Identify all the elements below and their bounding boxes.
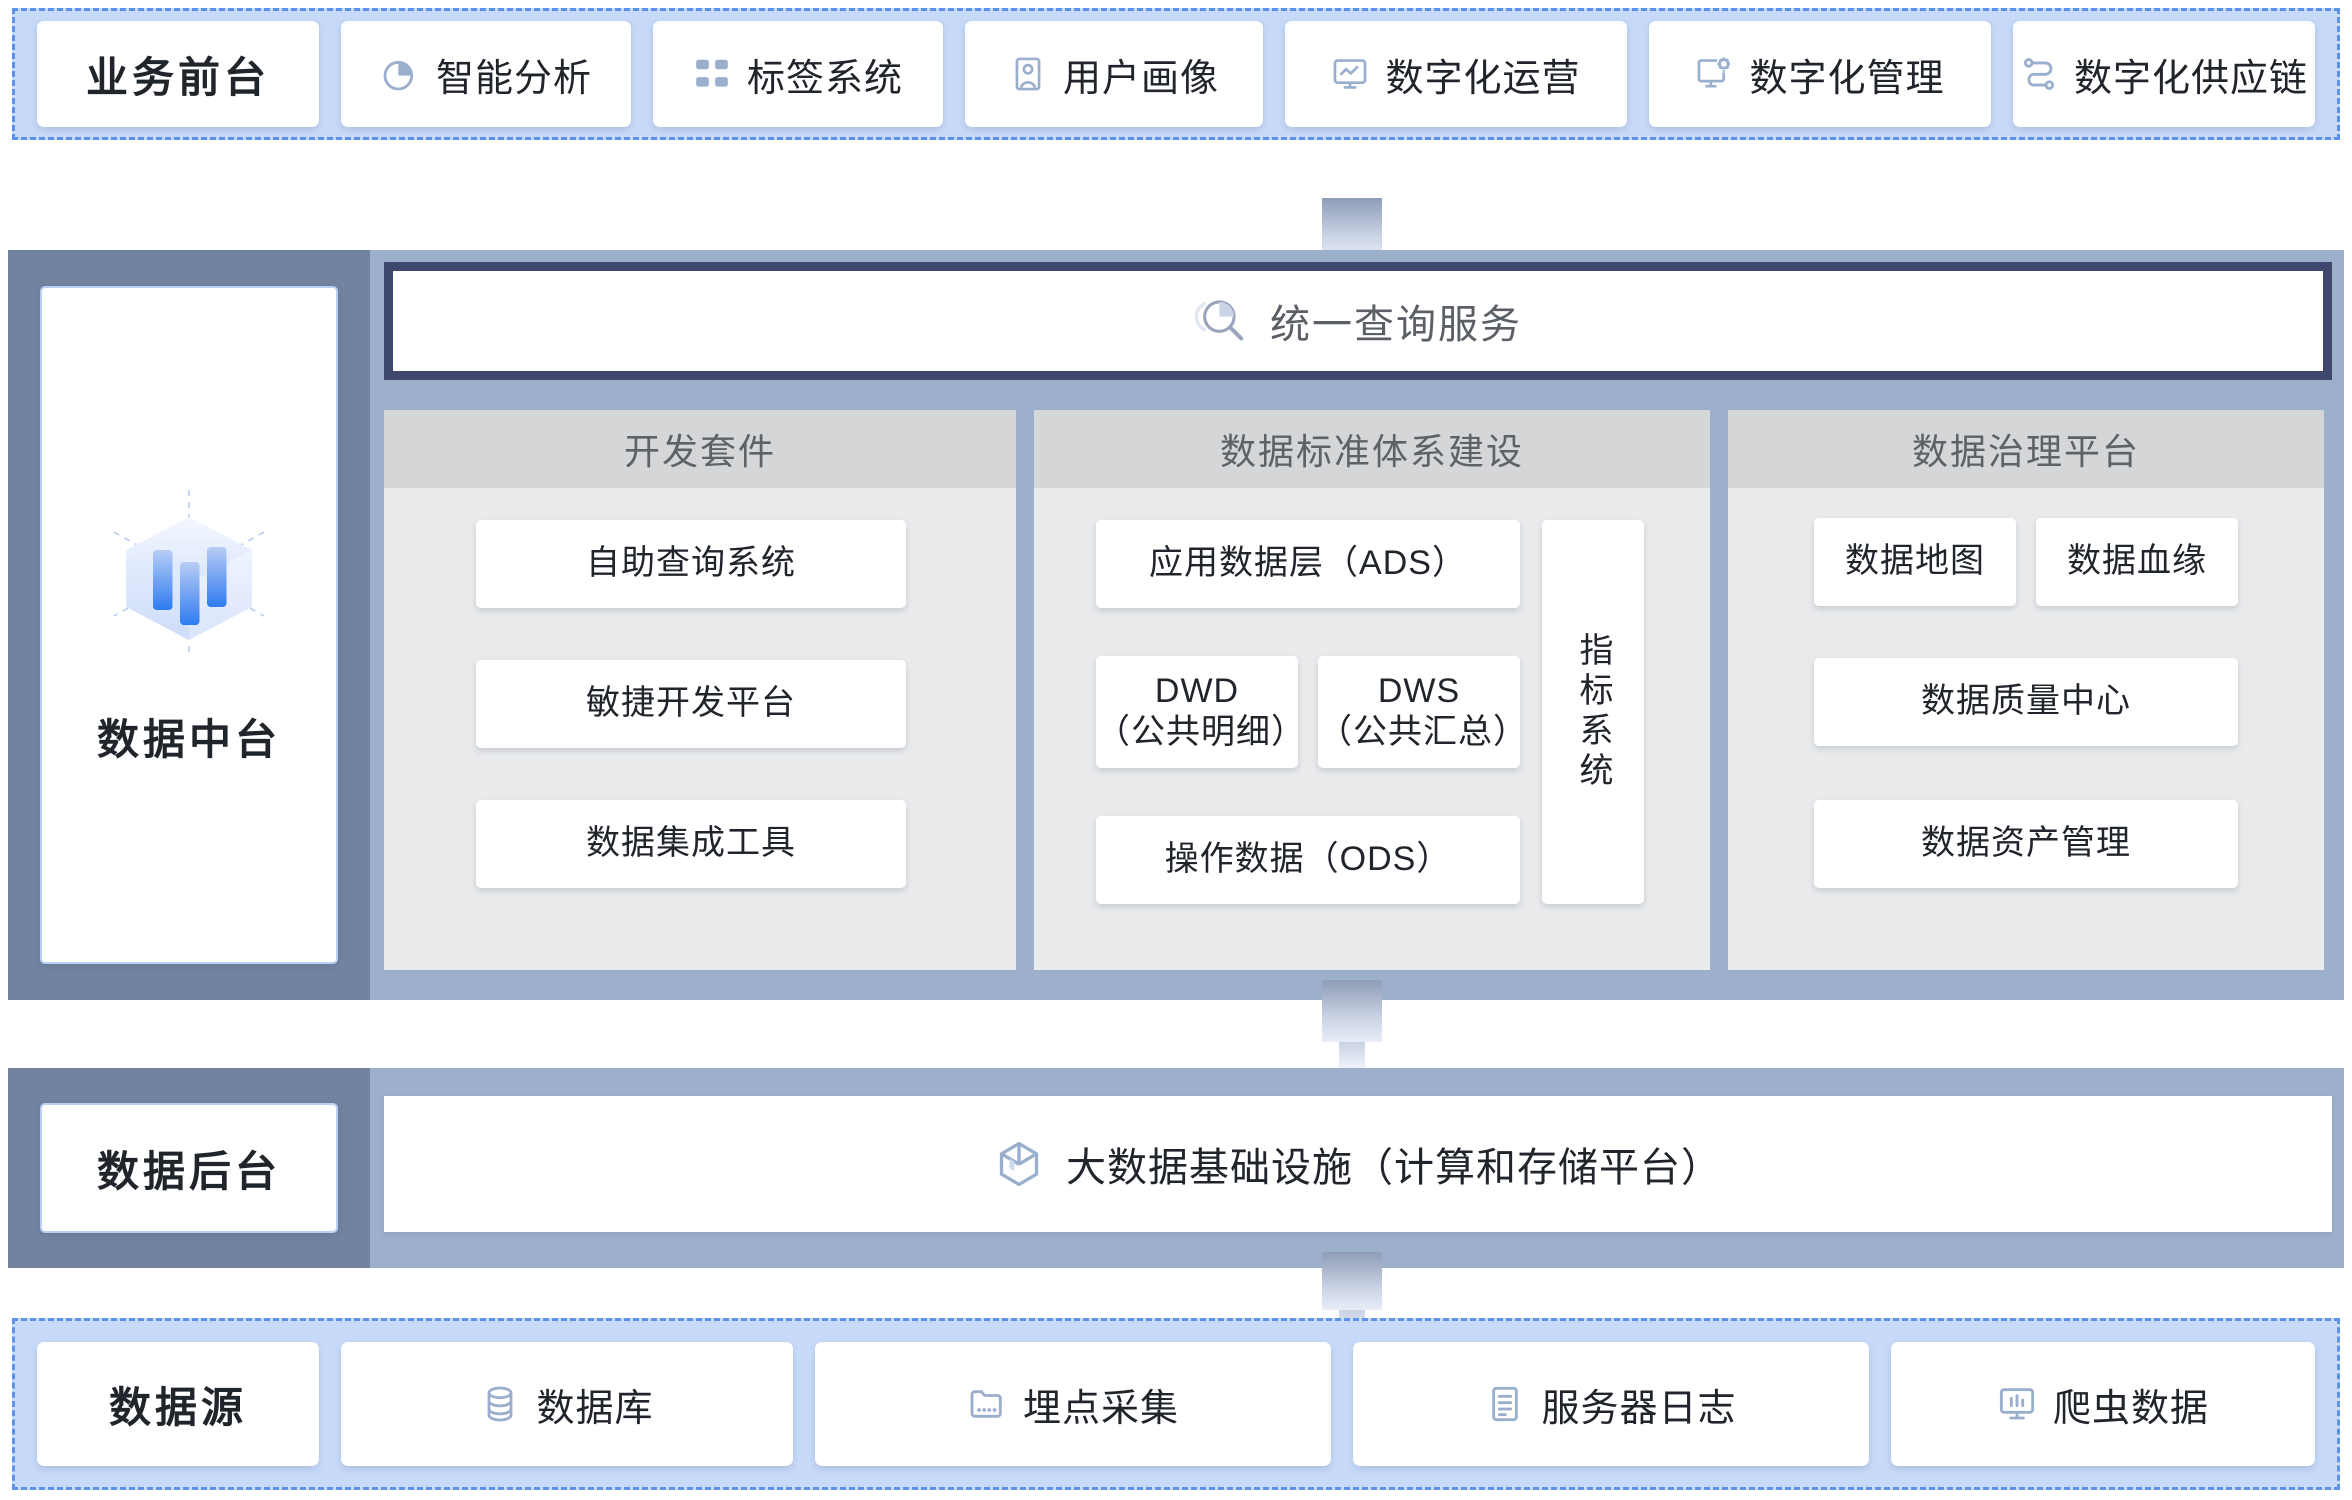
front-item-user-portrait[interactable]: 用户画像 [965, 21, 1263, 127]
column-body: 自助查询系统 敏捷开发平台 数据集成工具 [384, 488, 1016, 970]
front-item-tag-system[interactable]: 标签系统 [653, 21, 943, 127]
card-data-lineage[interactable]: 数据血缘 [2036, 518, 2238, 606]
layer-label-panel-data-middle: 数据中台 [8, 250, 370, 1000]
data-cube-bars-icon [94, 484, 284, 664]
column-title: 数据治理平台 [1728, 410, 2324, 488]
layer-label-text: 业务前台 [85, 53, 270, 101]
database-icon [480, 1384, 520, 1424]
front-item-digital-operation[interactable]: 数字化运营 [1285, 21, 1627, 127]
monitor-gear-icon [1695, 55, 1733, 93]
unified-query-service-bar[interactable]: 统一查询服务 [384, 262, 2332, 380]
card-line-2: （公共汇总） [1318, 713, 1528, 751]
layer-data-back-platform: 数据后台 大数据基础设施（计算和存储平台） [8, 1068, 2344, 1268]
card-data-quality-center[interactable]: 数据质量中心 [1814, 658, 2238, 746]
card-line-1: DWS [1377, 671, 1461, 710]
layer-label-text: 数据中台 [96, 715, 281, 763]
search-magnifier-icon [1194, 293, 1250, 349]
card-agile-dev-platform[interactable]: 敏捷开发平台 [476, 660, 906, 748]
column-development-suite: 开发套件 自助查询系统 敏捷开发平台 数据集成工具 [384, 410, 1016, 970]
layer-label-data-middle: 数据中台 [40, 286, 338, 964]
layer-label-data-back: 数据后台 [40, 1103, 338, 1233]
layer-label-data-source: 数据源 [37, 1342, 319, 1466]
layer-business-front: 业务前台 智能分析 标签系统 [12, 8, 2340, 140]
front-item-intelligent-analysis[interactable]: 智能分析 [341, 21, 631, 127]
source-item-label: 爬虫数据 [2052, 1387, 2209, 1430]
front-item-label: 标签系统 [746, 57, 903, 100]
source-item-server-log[interactable]: 服务器日志 [1353, 1342, 1869, 1466]
front-item-label: 用户画像 [1062, 57, 1219, 100]
column-data-governance-platform: 数据治理平台 数据地图 数据血缘 数据质量中心 数据资产管理 [1728, 410, 2324, 970]
layer-label-text: 数据后台 [96, 1147, 281, 1195]
user-portrait-icon [1009, 55, 1047, 93]
unified-query-service-label: 统一查询服务 [1270, 303, 1522, 347]
front-item-label: 数字化运营 [1385, 57, 1581, 100]
card-self-service-query[interactable]: 自助查询系统 [476, 520, 906, 608]
front-item-label: 智能分析 [435, 57, 592, 100]
front-item-digital-supply-chain[interactable]: 数字化供应链 [2013, 21, 2315, 127]
column-data-standard-system: 数据标准体系建设 应用数据层（ADS） DWD （公共明细） DWS （公共汇总… [1034, 410, 1710, 970]
arrow-back-to-middle [1322, 980, 1382, 1080]
card-ads-layer[interactable]: 应用数据层（ADS） [1096, 520, 1520, 608]
front-item-digital-management[interactable]: 数字化管理 [1649, 21, 1991, 127]
log-document-icon [1485, 1384, 1525, 1424]
source-item-tracking-collection[interactable]: 埋点采集 [815, 1342, 1331, 1466]
crawler-monitor-icon [1997, 1384, 2037, 1424]
column-body: 应用数据层（ADS） DWD （公共明细） DWS （公共汇总） 操作数据（OD… [1034, 488, 1710, 970]
layer-data-source: 数据源 数据库 埋点采集 [12, 1318, 2340, 1490]
column-body: 数据地图 数据血缘 数据质量中心 数据资产管理 [1728, 488, 2324, 970]
source-item-label: 埋点采集 [1022, 1387, 1179, 1430]
cube-3d-icon [994, 1139, 1044, 1189]
card-line-1: DWD [1154, 671, 1240, 710]
column-title: 数据标准体系建设 [1034, 410, 1710, 488]
card-ods-layer[interactable]: 操作数据（ODS） [1096, 816, 1520, 904]
card-dws-layer[interactable]: DWS （公共汇总） [1318, 656, 1528, 768]
card-line-2: （公共明细） [1096, 713, 1306, 751]
big-data-infrastructure-bar[interactable]: 大数据基础设施（计算和存储平台） [384, 1096, 2332, 1232]
column-title: 开发套件 [384, 410, 1016, 488]
source-item-label: 数据库 [536, 1387, 654, 1430]
pie-chart-icon [380, 54, 420, 94]
supply-chain-node-icon [2020, 55, 2058, 93]
big-data-infrastructure-label: 大数据基础设施（计算和存储平台） [1066, 1146, 1722, 1190]
card-data-integration-tool[interactable]: 数据集成工具 [476, 800, 906, 888]
data-middle-content: 统一查询服务 开发套件 自助查询系统 敏捷开发平台 数据集成工具 数据标准体系建… [370, 250, 2344, 1000]
data-back-content: 大数据基础设施（计算和存储平台） [370, 1068, 2344, 1268]
layer-label-business-front: 业务前台 [37, 21, 319, 127]
tracking-folder-icon [967, 1384, 1007, 1424]
layer-label-text: 数据源 [108, 1383, 247, 1431]
source-item-label: 服务器日志 [1541, 1387, 1737, 1430]
card-dwd-layer[interactable]: DWD （公共明细） [1096, 656, 1306, 768]
monitor-chart-icon [1331, 55, 1369, 93]
front-item-label: 数字化供应链 [2073, 57, 2308, 100]
card-data-asset-management[interactable]: 数据资产管理 [1814, 800, 2238, 888]
layer-data-middle-platform: 数据中台 统一查询服务 开发套件 [8, 250, 2344, 1000]
source-item-database[interactable]: 数据库 [341, 1342, 793, 1466]
card-metric-system[interactable]: 指标系统 [1542, 520, 1644, 904]
layer-label-panel-data-back: 数据后台 [8, 1068, 370, 1268]
front-item-label: 数字化管理 [1749, 57, 1945, 100]
grid-squares-icon [693, 55, 731, 93]
card-data-map[interactable]: 数据地图 [1814, 518, 2016, 606]
source-item-crawler-data[interactable]: 爬虫数据 [1891, 1342, 2315, 1466]
